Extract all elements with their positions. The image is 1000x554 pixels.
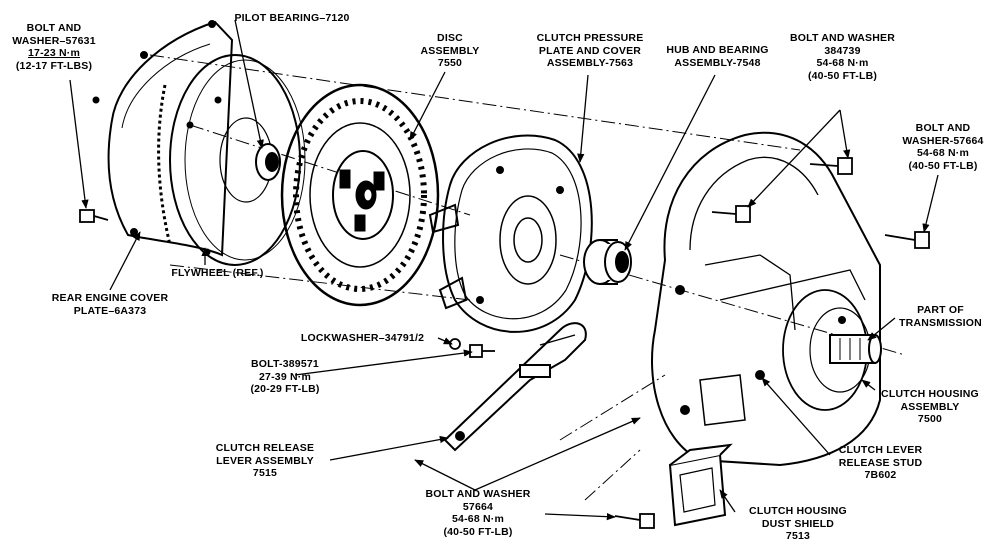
label-bolt-washer-57664-right: BOLT AND WASHER-57664 54-68 N·m (40-50 F…: [902, 122, 984, 172]
hub-bearing-assembly: [583, 239, 632, 285]
label-dust-shield: CLUTCH HOUSING DUST SHIELD 7513: [749, 505, 847, 542]
label-clutch-housing: CLUTCH HOUSING ASSEMBLY 7500: [881, 388, 979, 425]
bolt-57664-bottom-part: [614, 513, 655, 529]
bolt-384739-lower-part: [711, 205, 751, 223]
assembly-centerline: [149, 54, 906, 501]
pressure-plate-cover-assembly: [428, 134, 593, 333]
label-hub-bearing: HUB AND BEARING ASSEMBLY-7548: [666, 44, 769, 69]
transmission-input-shaft: [829, 334, 882, 364]
label-clutch-pressure-plate: CLUTCH PRESSURE PLATE AND COVER ASSEMBLY…: [536, 32, 644, 69]
label-part-of-transmission: PART OF TRANSMISSION: [899, 304, 982, 329]
leader-lines: [69, 19, 939, 521]
flywheel: [157, 54, 306, 266]
clutch-housing-dust-shield: [668, 443, 733, 527]
label-bolt-389571: BOLT-389571 27-39 N·m (20-29 FT-LB): [250, 358, 320, 395]
label-bolt-washer-57631: BOLT AND WASHER–57631 17-23 N·m (12-17 F…: [12, 22, 96, 72]
bolt-389571-part: [449, 338, 495, 358]
label-rear-engine-cover: REAR ENGINE COVER PLATE–6A373: [51, 292, 169, 317]
label-bolt-washer-384739: BOLT AND WASHER 384739 54-68 N·m (40-50 …: [789, 32, 896, 82]
bolt-57664-right-part: [884, 231, 930, 249]
label-flywheel: FLYWHEEL (REF.): [171, 267, 264, 279]
disc-assembly: [280, 83, 440, 307]
label-disc-assembly: DISC ASSEMBLY 7550: [420, 32, 480, 69]
clutch-housing-assembly: [651, 131, 881, 467]
pilot-bearing: [255, 143, 281, 181]
bolt-washer-57631-part: [79, 209, 109, 223]
rear-engine-cover-plate: [92, 20, 234, 257]
label-bolt-washer-57664-bottom: BOLT AND WASHER 57664 54-68 N·m (40-50 F…: [425, 488, 531, 538]
label-clutch-lever-stud: CLUTCH LEVER RELEASE STUD 7B602: [838, 444, 923, 481]
clutch-release-lever: [443, 322, 587, 452]
label-clutch-release-lever: CLUTCH RELEASE LEVER ASSEMBLY 7515: [215, 442, 315, 479]
label-lockwasher: LOCKWASHER–34791/2: [300, 332, 425, 344]
label-pilot-bearing: PILOT BEARING–7120: [234, 12, 350, 24]
